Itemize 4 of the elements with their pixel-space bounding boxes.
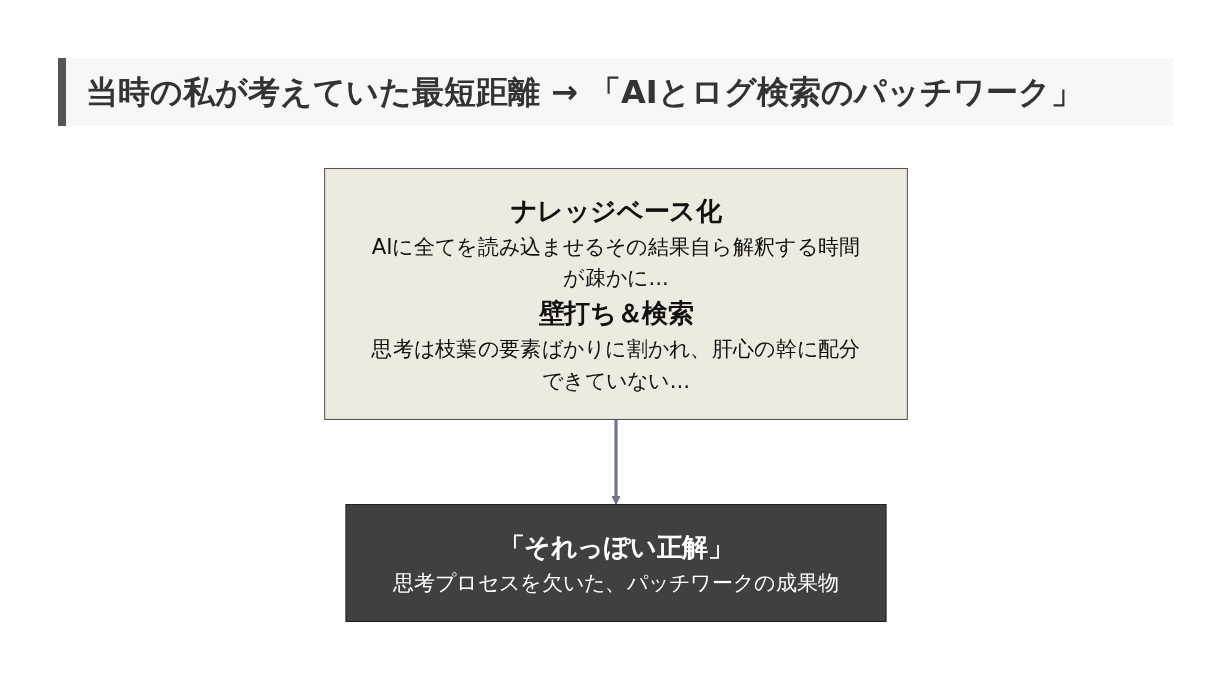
arrow xyxy=(611,419,621,505)
node-box: 「それっぽい正解」 思考プロセスを欠いた、パッチワークの成果物 xyxy=(345,504,887,622)
slide-title: 当時の私が考えていた最短距離 → 「AIとログ検索のパッチワーク」 xyxy=(58,58,1173,126)
node-box: ナレッジベース化 AIに全てを読み込ませるその結果自ら解釈する時間が疎かに... 壁打ち＆検索 思考は枝葉の要素ばかりに割かれ、肝心の幹に配分できていない... xyxy=(324,168,908,420)
